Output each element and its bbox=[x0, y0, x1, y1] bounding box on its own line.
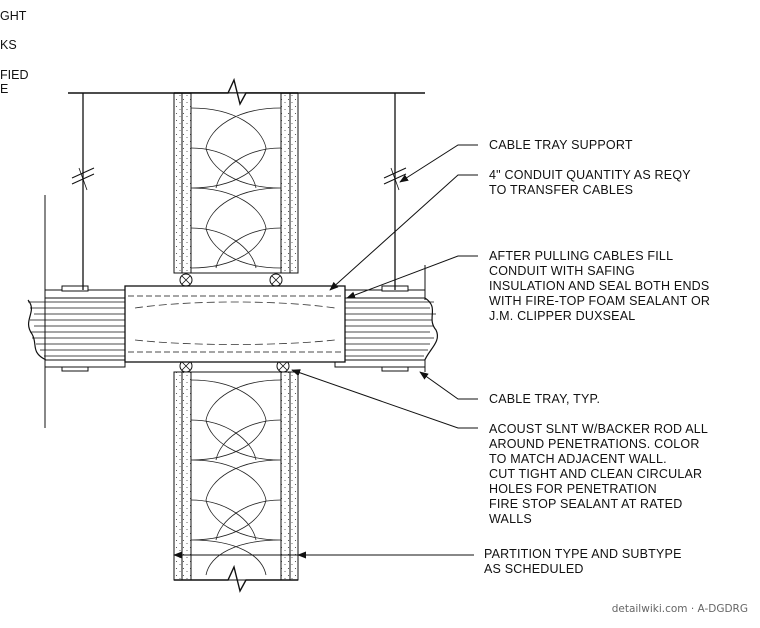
leader-lines bbox=[173, 144, 478, 559]
clipped-note: E bbox=[0, 82, 8, 96]
note-cable-tray-support: CABLE TRAY SUPPORT bbox=[489, 138, 633, 152]
note-line: PARTITION TYPE AND SUBTYPE bbox=[484, 547, 682, 561]
note-line: 4" CONDUIT QUANTITY AS REQY bbox=[489, 168, 691, 182]
clipped-note: FIED bbox=[0, 68, 28, 82]
clipped-note: KS bbox=[0, 38, 17, 52]
note-conduit: 4" CONDUIT QUANTITY AS REQY TO TRANSFER … bbox=[489, 168, 691, 197]
note-line: TO MATCH ADJACENT WALL. bbox=[489, 452, 667, 466]
note-line: CONDUIT WITH SAFING bbox=[489, 264, 635, 278]
note-line: AROUND PENETRATIONS. COLOR bbox=[489, 437, 700, 451]
conduit-sleeve bbox=[124, 285, 346, 363]
note-line: TO TRANSFER CABLES bbox=[489, 183, 633, 197]
note-line: WALLS bbox=[489, 512, 532, 526]
note-line: CABLE TRAY SUPPORT bbox=[489, 138, 633, 152]
watermark: detailwiki.com · A-DGDRG bbox=[612, 603, 748, 615]
note-line: AS SCHEDULED bbox=[484, 562, 584, 576]
hanger-rods bbox=[71, 93, 407, 290]
note-line: CABLE TRAY, TYP. bbox=[489, 392, 600, 406]
backer-rods bbox=[179, 273, 290, 373]
note-line: FIRE STOP SEALANT AT RATED bbox=[489, 497, 682, 511]
cable-tray-left bbox=[27, 285, 126, 372]
note-line: WITH FIRE-TOP FOAM SEALANT OR bbox=[489, 294, 710, 308]
note-line: HOLES FOR PENETRATION bbox=[489, 482, 657, 496]
note-line: AFTER PULLING CABLES FILL bbox=[489, 249, 673, 263]
note-line: CUT TIGHT AND CLEAN CIRCULAR bbox=[489, 467, 702, 481]
note-cable-tray: CABLE TRAY, TYP. bbox=[489, 392, 600, 406]
note-line: J.M. CLIPPER DUXSEAL bbox=[489, 309, 635, 323]
note-line: INSULATION AND SEAL BOTH ENDS bbox=[489, 279, 709, 293]
note-acoustic-sealant: ACOUST SLNT W/BACKER ROD ALL AROUND PENE… bbox=[489, 422, 708, 526]
partition-wall-lower bbox=[173, 371, 299, 593]
note-partition-type: PARTITION TYPE AND SUBTYPE AS SCHEDULED bbox=[484, 547, 682, 576]
partition-wall-upper bbox=[173, 77, 299, 274]
note-fill-conduit: AFTER PULLING CABLES FILL CONDUIT WITH S… bbox=[489, 249, 710, 323]
clipped-note: GHT bbox=[0, 9, 27, 23]
note-line: ACOUST SLNT W/BACKER ROD ALL bbox=[489, 422, 708, 436]
cable-tray-right bbox=[334, 285, 438, 372]
clipped-notes: GHT KS FIED E bbox=[0, 9, 28, 96]
